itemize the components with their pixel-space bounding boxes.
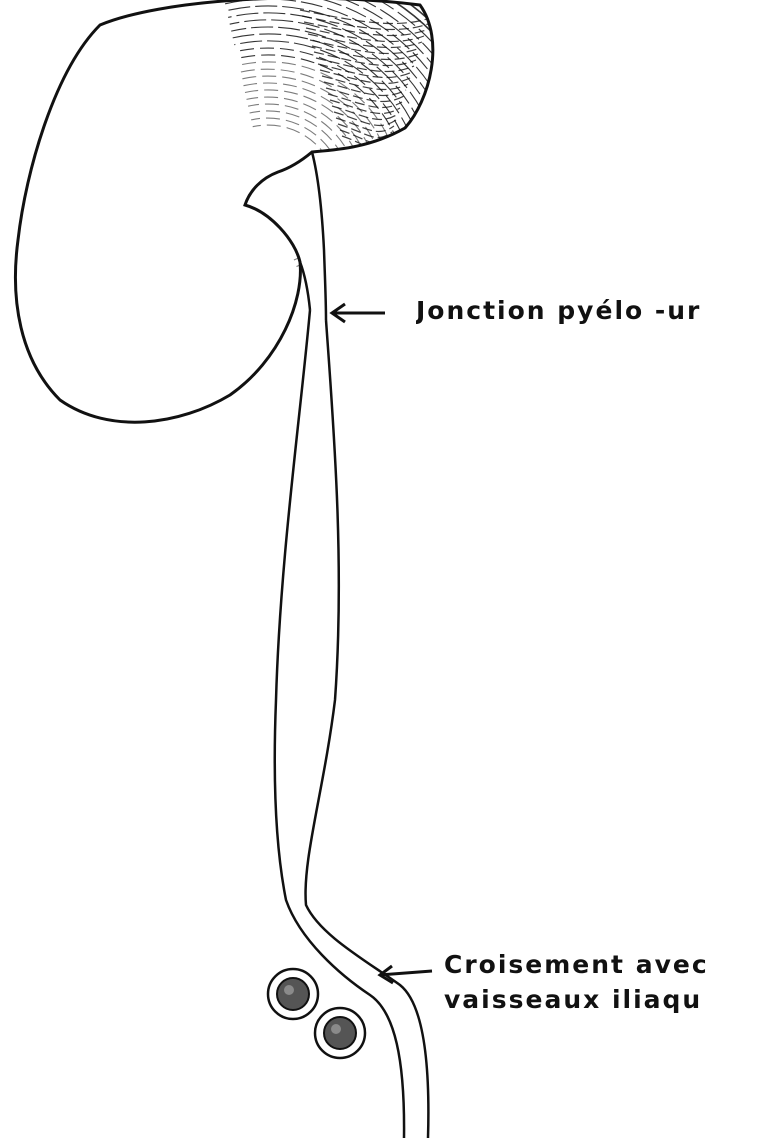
crossing-label-line2: vaisseaux iliaqu xyxy=(444,985,766,1014)
iliac-vessel-upper xyxy=(268,969,318,1019)
crossing-arrow xyxy=(380,966,432,983)
junction-label: Jonction pyélo -ur xyxy=(416,296,766,325)
crossing-label-line1: Croisement avec xyxy=(444,950,766,979)
iliac-vessel-lower xyxy=(315,1008,365,1058)
kidney xyxy=(15,0,596,501)
junction-arrow xyxy=(332,304,385,322)
renal-pelvis xyxy=(300,152,326,320)
